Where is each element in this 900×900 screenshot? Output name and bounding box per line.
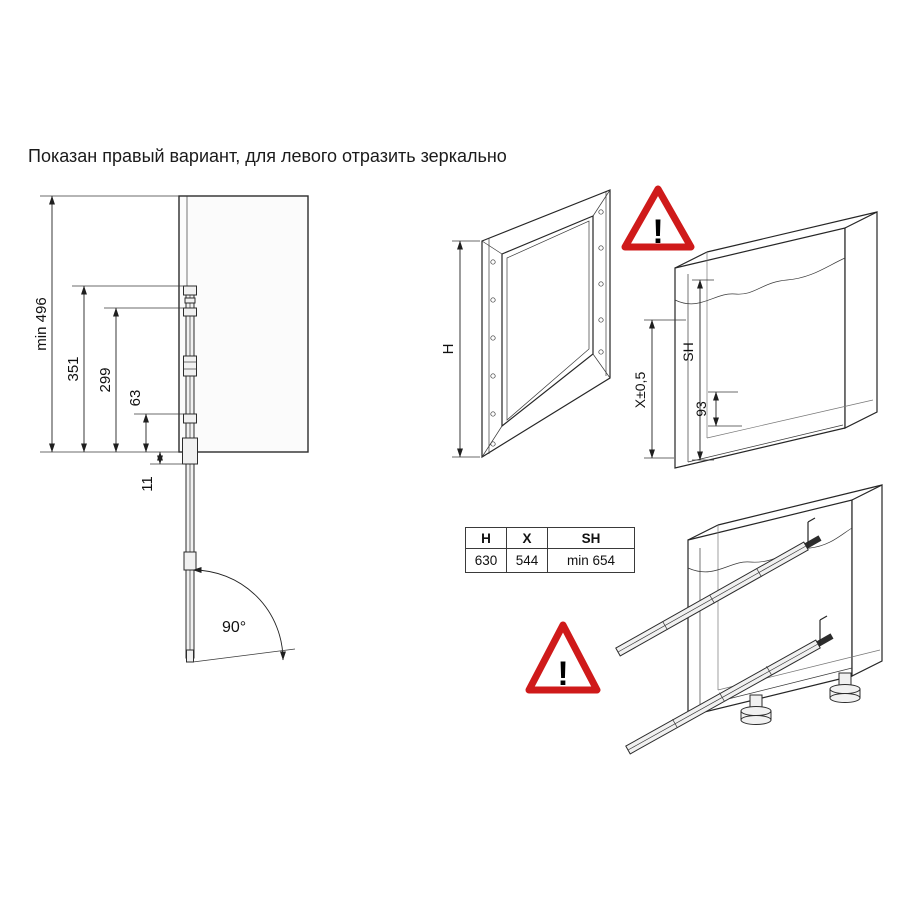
dim-X-label: X±0,5 xyxy=(632,372,648,409)
dim-351-label: 351 xyxy=(65,356,82,381)
cabinet-slides-drawing xyxy=(615,484,883,755)
side-panel-drawing: min 496 351 299 63 11 xyxy=(33,195,309,663)
frame-drawing: H xyxy=(440,189,611,459)
angle-label: 90° xyxy=(222,619,246,636)
spec-value-h: 630 xyxy=(465,548,507,573)
swing-angle: 90° xyxy=(192,567,296,663)
spec-header-sh: SH xyxy=(547,527,635,549)
spec-value-sh: min 654 xyxy=(547,548,635,573)
warning-exclamation-2: ! xyxy=(557,655,568,693)
dim-93: 93 xyxy=(693,391,742,427)
dim-299: 299 xyxy=(97,307,119,453)
drawer-slide-upper xyxy=(615,517,822,657)
dim-299-label: 299 xyxy=(97,367,114,392)
page-title: Показан правый вариант, для левого отраз… xyxy=(28,146,507,166)
side-panel xyxy=(178,195,309,453)
dim-X: X±0,5 xyxy=(632,319,686,459)
dim-SH: SH xyxy=(680,279,714,461)
cabinet-foot-front xyxy=(740,694,772,725)
drawer-slide-lower xyxy=(625,615,834,755)
dim-11: 11 xyxy=(139,451,163,492)
dim-H: H xyxy=(440,240,463,458)
dim-351: 351 xyxy=(65,285,87,453)
warning-exclamation: ! xyxy=(652,213,663,251)
pullout-rail xyxy=(182,285,198,663)
cabinet-foot-rear xyxy=(829,672,861,703)
dim-SH-label: SH xyxy=(680,342,696,361)
frame-holes xyxy=(490,209,604,447)
spec-header-x: X xyxy=(506,527,548,549)
warning-triangle-icon-2: ! xyxy=(525,621,601,694)
dim-93-label: 93 xyxy=(693,401,709,417)
spec-table: H X SH 630 544 min 654 xyxy=(465,527,635,573)
dim-H-label: H xyxy=(440,344,457,355)
dim-min496: min 496 xyxy=(33,195,55,453)
warning-triangle-icon: ! xyxy=(621,185,695,251)
spec-value-x: 544 xyxy=(506,548,548,573)
dim-63: 63 xyxy=(127,390,149,453)
dim-11-label: 11 xyxy=(139,476,156,492)
dim-63-label: 63 xyxy=(127,390,144,407)
spec-header-h: H xyxy=(465,527,507,549)
dim-min496-label: min 496 xyxy=(33,297,50,350)
cabinet-drawing: SH X±0,5 93 xyxy=(632,211,878,469)
